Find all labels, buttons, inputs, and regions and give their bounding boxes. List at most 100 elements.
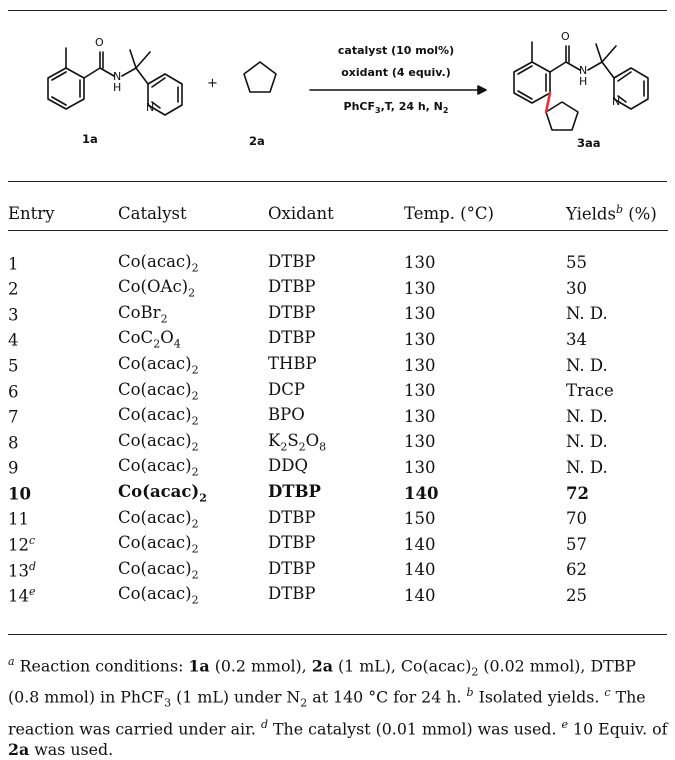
yield-cell: 72 [566, 483, 589, 503]
yield-cell: N. D. [566, 458, 608, 478]
table-bottom-rule [8, 634, 667, 635]
temp-cell: 130 [404, 253, 436, 273]
catalyst-cell: Co(acac)2 [118, 507, 199, 530]
condition-line-1: catalyst (10 mol%) [337, 44, 455, 57]
entry-cell: 8 [8, 433, 19, 453]
atom-H-amide: H [113, 81, 122, 94]
atom-O: O [95, 36, 104, 49]
oxidant-cell: DTBP [268, 302, 316, 322]
oxidant-cell: THBP [268, 354, 317, 374]
entry-cell: 14e [8, 585, 36, 606]
label-1a: 1a [82, 132, 98, 146]
entry-cell: 2 [8, 279, 19, 299]
yield-cell: N. D. [566, 304, 608, 324]
table-row: 6 Co(acac)2 DCP 130 Trace [8, 378, 668, 404]
catalyst-cell: Co(acac)2 [118, 251, 199, 274]
temp-cell: 140 [404, 586, 436, 606]
atom-H-amide-product: H [579, 75, 588, 88]
reactant-1a-structure [47, 47, 183, 116]
oxidant-cell: DTBP [268, 533, 316, 553]
cyclopentane-2a-structure [243, 61, 277, 93]
oxidant-cell: DTBP [268, 481, 321, 501]
condition-line-2: oxidant (4 equiv.) [341, 66, 451, 79]
entry-cell: 4 [8, 330, 19, 350]
temp-cell: 140 [404, 483, 439, 503]
atom-N-amide-product: N [579, 64, 588, 77]
entry-cell: 10 [8, 484, 31, 504]
yield-cell: N. D. [566, 432, 608, 452]
catalyst-cell: Co(acac)2 [118, 405, 199, 428]
oxidant-cell: DCP [268, 379, 305, 399]
new-bond-highlight [544, 91, 552, 114]
entry-cell: 9 [8, 458, 19, 478]
table-header-row: Entry Catalyst Oxidant Temp. (°C) Yields… [8, 196, 668, 231]
catalyst-cell: Co(acac)2 [118, 481, 207, 505]
temp-cell: 130 [404, 458, 436, 478]
oxidant-cell: DTBP [268, 584, 316, 604]
reaction-scheme: O N H N O N H N + 1a 2a 3aa catalyst (10… [8, 12, 667, 180]
atom-N-pyridine-product: N [612, 95, 621, 108]
header-rule-row [8, 230, 668, 250]
yield-cell: N. D. [566, 355, 608, 375]
entry-cell: 3 [8, 305, 19, 325]
catalyst-cell: Co(acac)2 [118, 584, 199, 607]
temp-cell: 130 [404, 355, 436, 375]
table-row: 9 Co(acac)2 DDQ 130 N. D. [8, 455, 668, 481]
catalyst-cell: Co(acac)2 [118, 379, 199, 402]
temp-cell: 130 [404, 304, 436, 324]
label-2a: 2a [249, 134, 265, 148]
oxidant-cell: DTBP [268, 558, 316, 578]
temp-cell: 140 [404, 560, 436, 580]
header-oxidant: Oxidant [268, 203, 334, 223]
entry-cell: 11 [8, 509, 29, 529]
oxidant-cell: DTBP [268, 277, 316, 297]
header-catalyst: Catalyst [118, 203, 187, 223]
catalyst-cell: CoC2O4 [118, 328, 181, 351]
header-temp: Temp. (°C) [404, 203, 494, 223]
table-row: 14e Co(acac)2 DTBP 140 25 [8, 583, 668, 609]
temp-cell: 130 [404, 278, 436, 298]
temp-cell: 130 [404, 381, 436, 401]
yield-cell: Trace [566, 381, 614, 401]
temp-cell: 150 [404, 509, 436, 529]
oxidant-cell: DTBP [268, 328, 316, 348]
temp-cell: 130 [404, 330, 436, 350]
temp-cell: 130 [404, 432, 436, 452]
table-row: 10 Co(acac)2 DTBP 140 72 [8, 480, 668, 506]
oxidant-cell: BPO [268, 405, 305, 425]
atom-O-product: O [561, 30, 570, 43]
yield-cell: 70 [566, 509, 587, 529]
catalyst-cell: Co(acac)2 [118, 430, 199, 454]
catalyst-cell: Co(acac)2 [118, 558, 199, 582]
table-row: 8 Co(acac)2 K2S2O8 130 N. D. [8, 429, 668, 455]
label-3aa: 3aa [577, 136, 601, 150]
results-table: Entry Catalyst Oxidant Temp. (°C) Yields… [8, 196, 668, 608]
yield-cell: 25 [566, 586, 587, 606]
catalyst-cell: Co(acac)2 [118, 456, 199, 479]
entry-cell: 7 [8, 407, 19, 427]
yield-cell: N. D. [566, 406, 608, 426]
header-yields: Yieldsb (%) [566, 202, 657, 224]
entry-cell: 12c [8, 534, 36, 555]
oxidant-cell: K2S2O8 [268, 430, 327, 454]
table-row: 3 CoBr2 DTBP 130 N. D. [8, 301, 668, 327]
entry-cell: 5 [8, 356, 19, 376]
yield-cell: 57 [566, 534, 587, 554]
plus-sign: + [207, 76, 218, 91]
scheme-bottom-rule [8, 181, 667, 182]
atom-N-amide: N [113, 70, 122, 83]
yield-cell: 55 [566, 253, 587, 273]
atom-N-pyridine: N [146, 101, 155, 114]
catalyst-cell: CoBr2 [118, 302, 168, 326]
yield-cell: 30 [566, 278, 587, 298]
entry-cell: 1 [8, 254, 19, 274]
oxidant-cell: DDQ [268, 456, 308, 476]
entry-cell: 6 [8, 382, 19, 402]
